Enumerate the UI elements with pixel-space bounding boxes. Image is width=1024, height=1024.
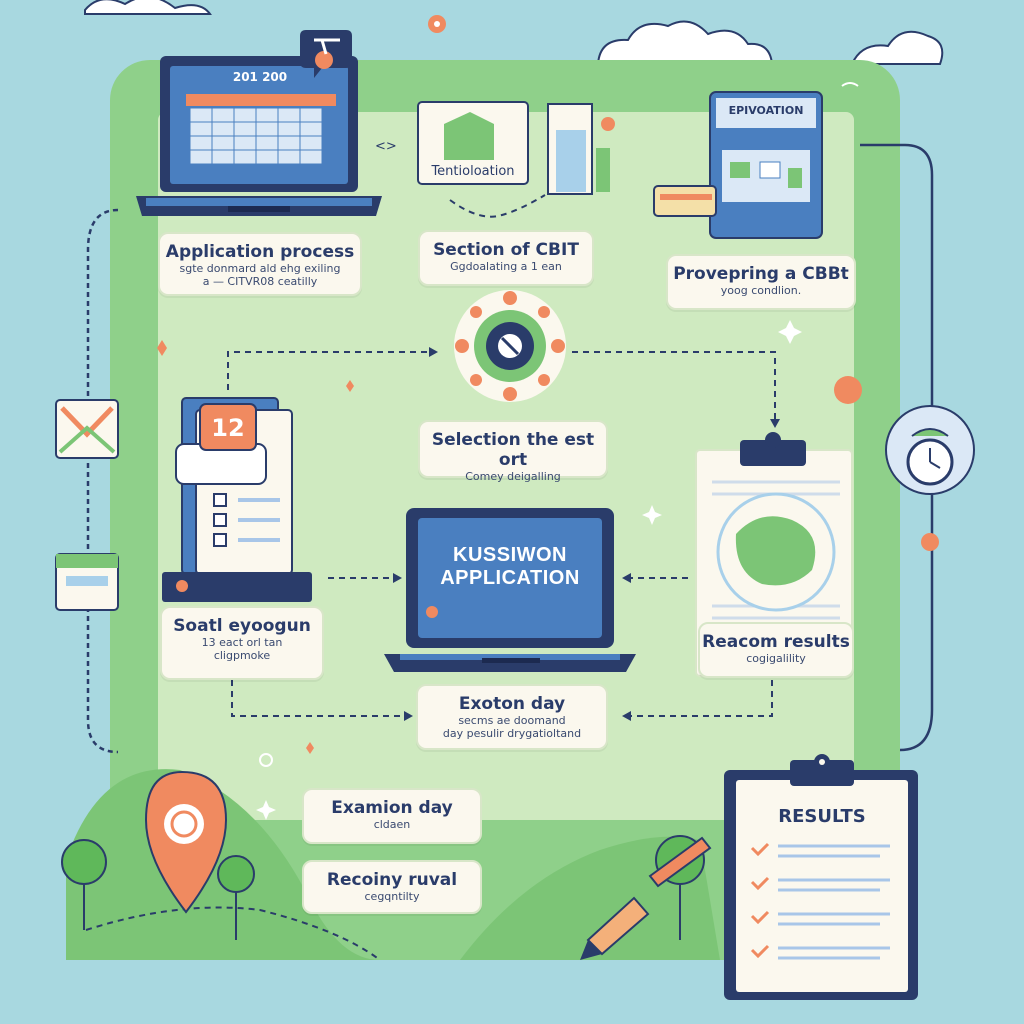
preparing-cbt-title: Provepring a CBBt xyxy=(673,264,849,284)
main-screen-line2: APPLICATION xyxy=(440,567,580,589)
receive-results-title: Reacom results xyxy=(702,632,850,652)
arrow-g xyxy=(449,194,546,218)
calendar-header: 201 200 xyxy=(232,70,288,84)
receive-results-subtitle: cogigalility xyxy=(746,652,806,665)
gear-icon xyxy=(454,290,566,402)
arrow-e xyxy=(231,680,405,717)
form-header: EPIVOATION xyxy=(728,104,804,117)
exam-day-1-title: Exoton day xyxy=(458,694,566,714)
main-screen-line1: KUSSIWON xyxy=(453,544,567,566)
application-laptop-icon xyxy=(384,508,636,672)
card-preparing-cbt: Provepring a CBBt yoog condlion. xyxy=(666,254,856,310)
card-application-process: Application process sgte donmard ald ehg… xyxy=(158,232,362,296)
outer-loop-left xyxy=(86,208,119,754)
selection-of-cbt-title: Section of CBIT xyxy=(433,240,579,260)
pencil-icon xyxy=(580,836,712,960)
card-exam-day-1: Exoton day secms ae doomand day pesulir … xyxy=(416,684,608,750)
arrow-b xyxy=(572,351,776,420)
results-title: RESULTS xyxy=(778,806,866,827)
coral-dot-right xyxy=(834,376,862,404)
card-receiving-result: Recoiny ruval cegqntilty xyxy=(302,860,482,914)
preparing-cbt-subtitle: yoog condlion. xyxy=(720,284,802,297)
selection-test-title: Selection the est ort xyxy=(431,430,595,470)
card-school-program: Soatl eyoogun 13 eact orl tan cligpmoke xyxy=(160,606,324,680)
school-program-title: Soatl eyoogun xyxy=(173,616,311,636)
school-program-line2: cligpmoke xyxy=(213,649,271,662)
calendar-badge: 12 xyxy=(211,414,245,442)
laptop-calendar-icon xyxy=(136,30,382,216)
selection-of-cbt-subtitle: Ggdoalating a 1 ean xyxy=(450,260,562,273)
small-calendar-icon xyxy=(55,553,119,611)
email-icon xyxy=(55,399,119,459)
selection-test-subtitle: Comey deigalling xyxy=(465,470,561,483)
form-screen-icon xyxy=(653,82,859,239)
exam-day-2-subtitle: cldaen xyxy=(373,818,411,831)
application-process-line1: sgte donmard ald ehg exiling xyxy=(179,262,341,275)
chevron-icon: <> xyxy=(375,139,397,154)
cloud-right xyxy=(596,20,944,65)
exam-day-1-line1: secms ae doomand xyxy=(458,714,566,727)
application-process-line2: a — CITVR08 ceatilly xyxy=(202,275,318,288)
location-pin-icon xyxy=(144,770,228,914)
application-process-title: Application process xyxy=(165,242,355,262)
receiving-result-title: Recoiny ruval xyxy=(326,870,458,890)
cloud-left xyxy=(84,0,212,15)
receiving-result-subtitle: cegqntilty xyxy=(364,890,420,903)
document-stack-icon xyxy=(162,397,312,602)
card-selection-test: Selection the est ort Comey deigalling xyxy=(418,420,608,483)
card-exam-day-2: Examion day cldaen xyxy=(302,788,482,844)
building-icon xyxy=(417,101,615,195)
arrow-f xyxy=(630,680,773,717)
results-clipboard-icon xyxy=(724,754,918,1000)
map-clipboard-icon xyxy=(695,432,853,677)
exam-day-2-title: Examion day xyxy=(331,798,453,818)
building-label: Tentioloation xyxy=(431,164,515,179)
main-screen-title: KUSSIWON APPLICATION xyxy=(418,544,602,590)
card-selection-of-cbt: Section of CBIT Ggdoalating a 1 ean xyxy=(418,230,594,286)
school-program-line1: 13 eact orl tan xyxy=(201,636,283,649)
clock-icon xyxy=(885,405,975,495)
exam-day-1-line2: day pesulir drygatioltand xyxy=(442,727,582,740)
card-receive-results: Reacom results cogigalility xyxy=(698,622,854,678)
arrow-a xyxy=(227,351,430,390)
